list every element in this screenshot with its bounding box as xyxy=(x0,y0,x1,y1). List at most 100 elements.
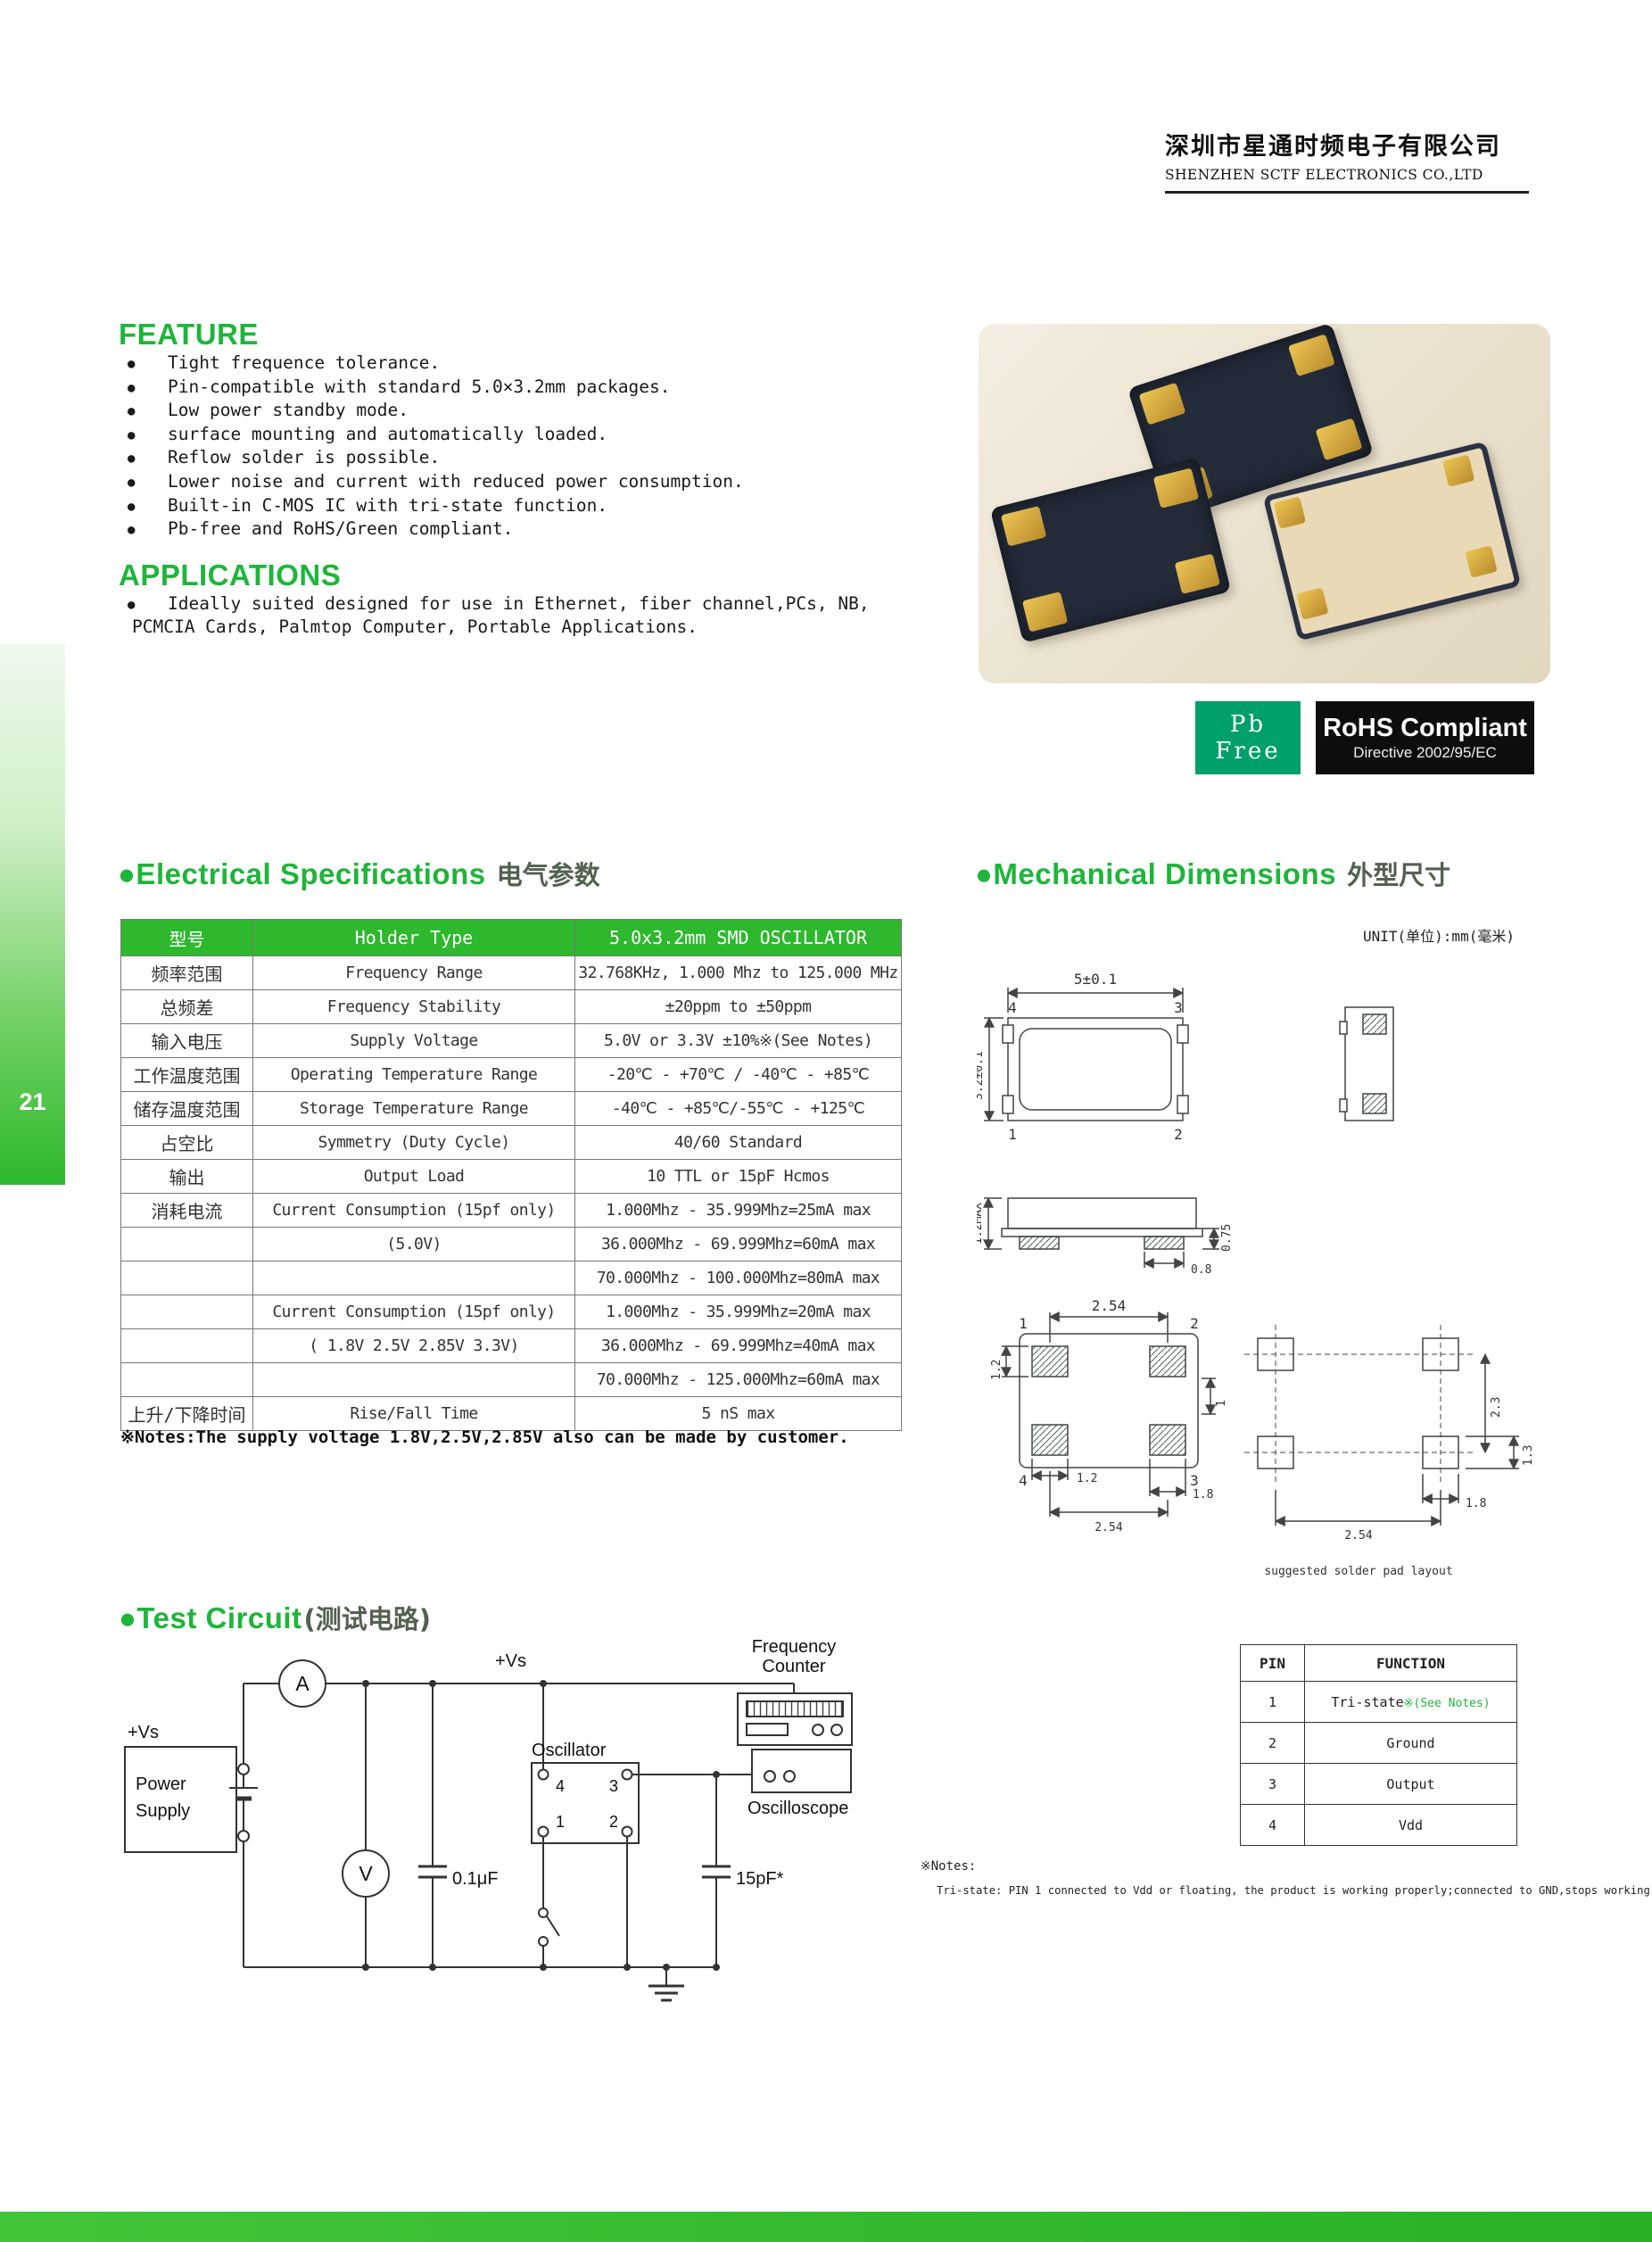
pin-function: Tri-state※(See Notes) xyxy=(1304,1681,1517,1723)
pin-number: 3 xyxy=(1240,1763,1305,1805)
table-cell: 5.0V or 3.3V ±10%※(See Notes) xyxy=(574,1023,902,1058)
bottom-view-pin-3: 3 xyxy=(1190,1472,1199,1489)
freq-counter-label-1: Frequency xyxy=(752,1637,837,1657)
table-cell: Frequency Range xyxy=(252,956,575,990)
applications-heading: APPLICATIONS xyxy=(119,558,342,592)
chip-pad xyxy=(1287,334,1335,377)
pin-col-header: PIN xyxy=(1240,1644,1305,1682)
mechanical-heading-en: ●Mechanical Dimensions xyxy=(975,857,1337,890)
circuit-pin-1: 1 xyxy=(556,1813,565,1831)
table-cell xyxy=(120,1295,253,1329)
pin-function-table: PIN FUNCTION 1 Tri-state※(See Notes) 2 G… xyxy=(1240,1644,1517,1846)
table-cell: -20℃ - +70℃ / -40℃ - +85℃ xyxy=(574,1057,902,1092)
mechanical-drawings: 5±0.1 3.2±0.1 4 3 1 2 xyxy=(977,971,1535,1578)
list-item: Reflow solder is possible. xyxy=(119,446,744,470)
table-cell: 输入电压 xyxy=(120,1023,253,1058)
header-package: 5.0x3.2mm SMD OSCILLATOR xyxy=(574,919,902,956)
oscillator-chip-left xyxy=(989,457,1232,643)
bottom-view-pin-2: 2 xyxy=(1190,1315,1199,1332)
dim-layout-pitch-x: 2.54 xyxy=(1344,1529,1372,1543)
freq-counter-label-2: Counter xyxy=(762,1657,825,1676)
table-cell: 40/60 Standard xyxy=(574,1125,902,1160)
circuit-pin-3: 3 xyxy=(609,1777,618,1795)
table-cell: 输出 xyxy=(120,1159,253,1194)
pin-function-text: Tri-state xyxy=(1331,1693,1404,1710)
notes-body: Tri-state: PIN 1 connected to Vdd or flo… xyxy=(937,1884,1652,1897)
dim-pad-height: 1.2 xyxy=(990,1360,1004,1380)
pin-number: 1 xyxy=(1240,1681,1305,1723)
dim-pad-offset: 0.8 xyxy=(1191,1263,1211,1277)
top-view-pin-4: 4 xyxy=(1008,999,1017,1016)
pin-function-text: Output xyxy=(1386,1775,1435,1792)
table-header-row: 型号 Holder Type 5.0x3.2mm SMD OSCILLATOR xyxy=(120,919,902,956)
table-cell: 5 nS max xyxy=(574,1396,902,1431)
cap1-label: 0.1μF xyxy=(452,1869,499,1889)
company-name-en: SHENZHEN SCTF ELECTRONICS CO.,LTD xyxy=(1165,167,1483,183)
table-cell: 36.000Mhz - 69.999Mhz=60mA max xyxy=(574,1227,902,1262)
vs-left-label: +Vs xyxy=(128,1723,159,1742)
table-cell: 1.000Mhz - 35.999Mhz=25mA max xyxy=(574,1193,902,1228)
top-view-drawing xyxy=(984,988,1189,1122)
chip-pad xyxy=(1273,496,1307,529)
rohs-title: RoHS Compliant xyxy=(1323,714,1527,742)
chip-pad xyxy=(1315,418,1363,461)
pin-row-1: 1 Tri-state※(See Notes) xyxy=(1240,1681,1517,1723)
pb-free-line1: Pb xyxy=(1229,711,1267,738)
list-item: Low power standby mode. xyxy=(119,399,744,423)
top-view-pin-3: 3 xyxy=(1174,999,1183,1016)
pin-function: Output xyxy=(1304,1763,1517,1805)
dim-thickness: 1.2MAX xyxy=(977,1203,985,1245)
pin-number: 2 xyxy=(1240,1722,1305,1764)
table-cell xyxy=(120,1227,253,1262)
test-circuit-schematic: A V +Vs +Vs Power Supply 0.1μF 15pF* Osc… xyxy=(124,1637,853,2002)
table-cell: Symmetry (Duty Cycle) xyxy=(252,1125,575,1160)
dim-body-width: 5±0.1 xyxy=(1074,971,1117,988)
table-row: (5.0V)36.000Mhz - 69.999Mhz=60mA max xyxy=(120,1227,902,1262)
list-item: Lower noise and current with reduced pow… xyxy=(119,470,744,494)
electrical-spec-table: 型号 Holder Type 5.0x3.2mm SMD OSCILLATOR … xyxy=(120,919,902,1431)
table-cell: 工作温度范围 xyxy=(120,1057,253,1092)
table-cell xyxy=(120,1328,253,1363)
table-cell: 70.000Mhz - 125.000Mhz=60mA max xyxy=(574,1362,902,1397)
table-cell: 36.000Mhz - 69.999Mhz=40mA max xyxy=(574,1328,902,1363)
oscillator-label: Oscillator xyxy=(532,1741,607,1760)
circuit-pin-4: 4 xyxy=(556,1777,565,1795)
dim-body-height: 3.2±0.1 xyxy=(977,1051,986,1100)
table-cell: 10 TTL or 15pF Hcmos xyxy=(574,1159,902,1194)
pin-function: Ground xyxy=(1304,1722,1517,1764)
test-circuit-heading-cn: (测试电路) xyxy=(303,1604,432,1634)
table-cell: 消耗电流 xyxy=(120,1193,253,1228)
side-profile-drawing xyxy=(983,1196,1219,1269)
electrical-heading-cn: 电气参数 xyxy=(496,860,600,890)
power-label-1: Power xyxy=(136,1775,186,1794)
pin-function-note: ※(See Notes) xyxy=(1403,1696,1491,1710)
table-cell: ( 1.8V 2.5V 2.85V 3.3V) xyxy=(252,1328,575,1363)
table-cell: 70.000Mhz - 100.000Mhz=80mA max xyxy=(574,1261,902,1295)
chip-pad xyxy=(1296,587,1329,620)
solder-layout-caption: suggested solder pad layout xyxy=(1264,1565,1452,1578)
list-item: Pb-free and RoHS/Green compliant. xyxy=(119,517,744,542)
notes-title: ※Notes: xyxy=(921,1859,977,1874)
table-cell: Storage Temperature Range xyxy=(252,1091,575,1126)
company-header: 深圳市星通时频电子有限公司 SHENZHEN SCTF ELECTRONICS … xyxy=(1165,127,1529,194)
bottom-view-drawing xyxy=(1001,1311,1216,1518)
page-number: 21 xyxy=(19,1088,46,1115)
pin-function-text: Vdd xyxy=(1398,1816,1424,1833)
pin-row-4: 4 Vdd xyxy=(1240,1804,1517,1846)
table-cell: ±20ppm to ±50ppm xyxy=(574,989,902,1024)
rohs-badge: RoHS Compliant Directive 2002/95/EC xyxy=(1316,701,1534,774)
table-cell xyxy=(120,1362,253,1397)
chip-pad xyxy=(1441,454,1475,487)
table-cell: Current Consumption (15pf only) xyxy=(252,1295,575,1329)
bottom-green-bar xyxy=(0,2212,1652,2242)
cap2-label: 15pF* xyxy=(736,1869,784,1889)
table-row: 70.000Mhz - 100.000Mhz=80mA max xyxy=(120,1261,902,1295)
table-cell: Supply Voltage xyxy=(252,1023,575,1058)
